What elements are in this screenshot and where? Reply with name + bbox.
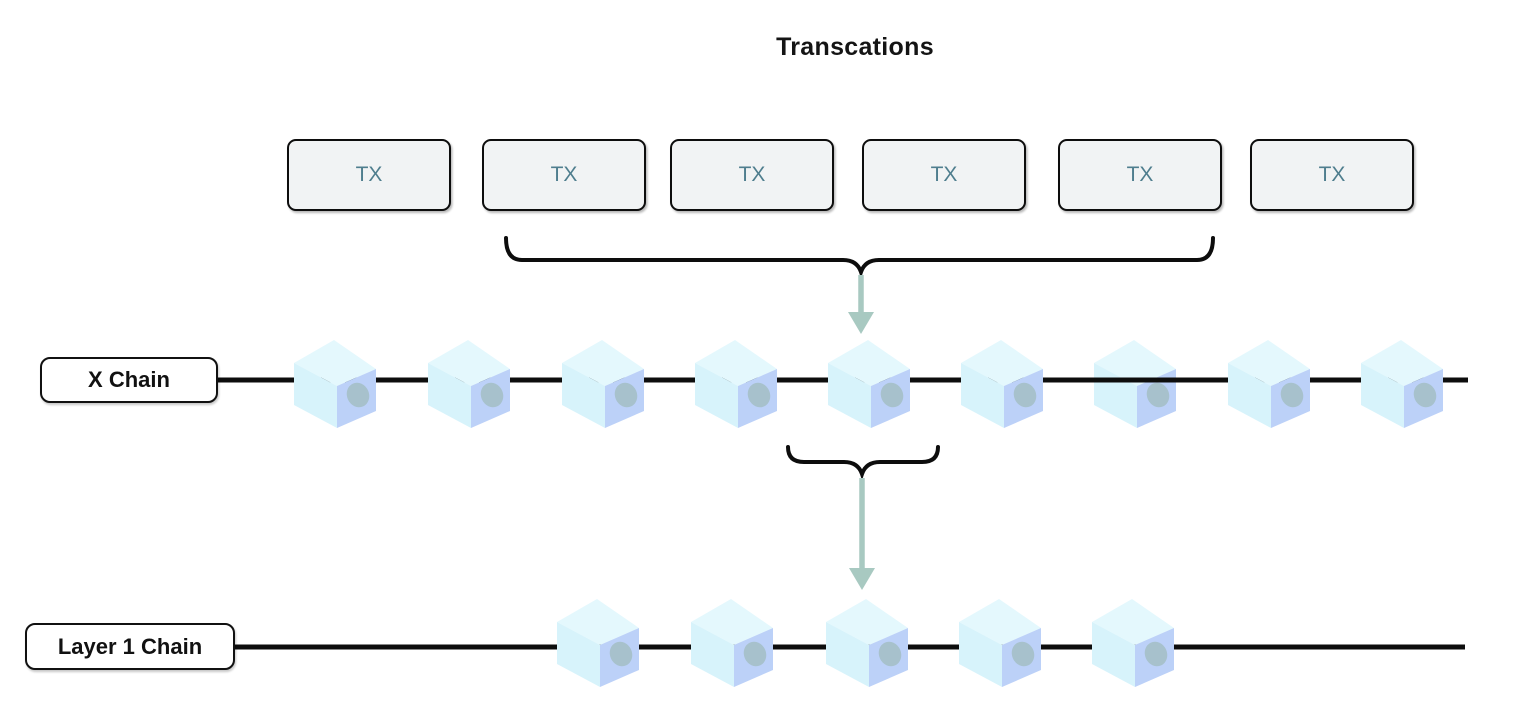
cube-top-face bbox=[1361, 340, 1443, 386]
block-cube bbox=[1094, 340, 1176, 428]
tx-box-label: TX bbox=[1318, 163, 1346, 186]
block-cube bbox=[828, 340, 910, 428]
cube-dot bbox=[743, 641, 767, 667]
down-arrow-head bbox=[849, 568, 875, 590]
block-cube bbox=[557, 599, 639, 687]
block-cube bbox=[294, 340, 376, 428]
down-arrow-icon bbox=[848, 275, 874, 334]
cube-left-face bbox=[961, 363, 1004, 428]
x-chain bbox=[218, 340, 1468, 428]
cube-top-face bbox=[691, 599, 773, 645]
chain-label-text: Layer 1 Chain bbox=[57, 633, 203, 659]
cube-top-face bbox=[562, 340, 644, 386]
block-cube bbox=[826, 599, 908, 687]
grouping-brace bbox=[504, 236, 1215, 279]
block-cube bbox=[428, 340, 510, 428]
cube-left-face bbox=[562, 363, 605, 428]
tx-box: TX bbox=[670, 139, 834, 211]
cube-dot bbox=[609, 641, 633, 667]
cube-top-face bbox=[557, 599, 639, 645]
tx-box: TX bbox=[287, 139, 451, 211]
cube-top-face bbox=[826, 599, 908, 645]
layer1-chain bbox=[235, 599, 1465, 687]
block-cube bbox=[1228, 340, 1310, 428]
cube-left-face bbox=[826, 622, 869, 687]
diagram-title: Transcations bbox=[776, 33, 934, 61]
cube-top-face bbox=[828, 340, 910, 386]
cube-dot bbox=[1011, 641, 1035, 667]
cube-top-face bbox=[294, 340, 376, 386]
x-chain-label: X Chain bbox=[40, 357, 218, 403]
cube-left-face bbox=[828, 363, 871, 428]
down-arrow-icon bbox=[849, 478, 875, 590]
block-cube bbox=[695, 340, 777, 428]
tx-box-label: TX bbox=[1126, 163, 1154, 186]
tx-box: TX bbox=[862, 139, 1026, 211]
down-arrow-head bbox=[848, 312, 874, 334]
layer1-chain-label: Layer 1 Chain bbox=[25, 623, 235, 670]
cube-left-face bbox=[294, 363, 337, 428]
block-cube bbox=[1092, 599, 1174, 687]
cube-top-face bbox=[1228, 340, 1310, 386]
tx-box-label: TX bbox=[550, 163, 578, 186]
cube-dot bbox=[880, 382, 904, 408]
cube-left-face bbox=[1361, 363, 1404, 428]
cube-top-face bbox=[959, 599, 1041, 645]
block-cube bbox=[1361, 340, 1443, 428]
cube-dot bbox=[1013, 382, 1037, 408]
cube-top-face bbox=[1092, 599, 1174, 645]
cube-dot bbox=[480, 382, 504, 408]
tx-box: TX bbox=[1250, 139, 1414, 211]
cube-left-face bbox=[695, 363, 738, 428]
cube-top-face bbox=[428, 340, 510, 386]
grouping-brace bbox=[786, 445, 940, 481]
cube-dot bbox=[1146, 382, 1170, 408]
tx-box: TX bbox=[482, 139, 646, 211]
tx-box-label: TX bbox=[738, 163, 766, 186]
cube-left-face bbox=[1228, 363, 1271, 428]
cube-dot bbox=[614, 382, 638, 408]
tx-box: TX bbox=[1058, 139, 1222, 211]
cube-dot bbox=[878, 641, 902, 667]
cube-top-face bbox=[1094, 340, 1176, 386]
cube-left-face bbox=[428, 363, 471, 428]
block-cube bbox=[959, 599, 1041, 687]
cube-dot bbox=[1413, 382, 1437, 408]
cube-dot bbox=[1144, 641, 1168, 667]
cube-top-face bbox=[695, 340, 777, 386]
cube-dot bbox=[346, 382, 370, 408]
cube-left-face bbox=[557, 622, 600, 687]
tx-box-label: TX bbox=[930, 163, 958, 186]
cube-left-face bbox=[1092, 622, 1135, 687]
cube-left-face bbox=[691, 622, 734, 687]
tx-box-label: TX bbox=[355, 163, 383, 186]
block-cube bbox=[691, 599, 773, 687]
chain-label-text: X Chain bbox=[88, 367, 170, 392]
cube-dot bbox=[747, 382, 771, 408]
cube-dot bbox=[1280, 382, 1304, 408]
cube-left-face bbox=[959, 622, 1002, 687]
cube-top-face bbox=[961, 340, 1043, 386]
block-cube bbox=[562, 340, 644, 428]
block-cube bbox=[961, 340, 1043, 428]
